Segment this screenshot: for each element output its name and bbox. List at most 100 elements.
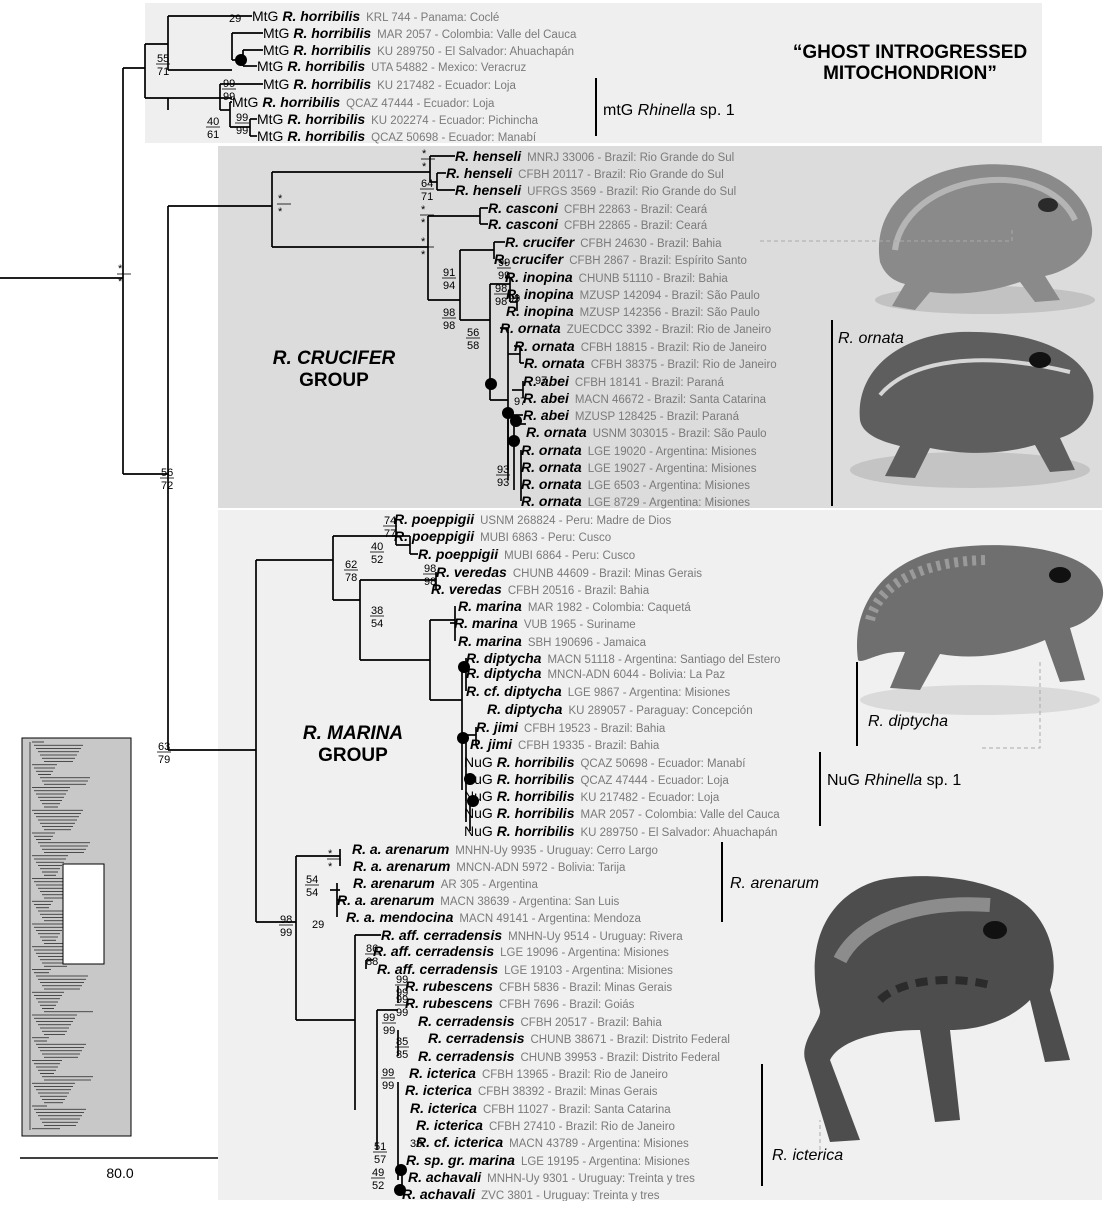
ghost-title-line1: “GHOST INTROGRESSED: [793, 42, 1027, 63]
support-upper: *: [422, 148, 427, 160]
node-dot: [485, 378, 497, 390]
voucher-locality: MNCN-ADN 6044 - Bolivia: La Paz: [547, 669, 725, 681]
support-single: 38: [410, 1138, 422, 1150]
support-lower: *: [422, 161, 427, 173]
clade-label-diptycha: R. diptycha: [868, 713, 948, 730]
support-lower: 57: [374, 1154, 386, 1166]
clade-label-icterica: R. icterica: [772, 1147, 843, 1164]
species-name: R. jimi: [476, 719, 519, 735]
voucher-locality: CFBH 18141 - Brazil: Paraná: [575, 377, 725, 389]
support-upper: *: [421, 204, 426, 216]
genome-prefix: NuG: [464, 771, 497, 787]
voucher-locality: CFBH 19335 - Brazil: Bahia: [518, 740, 660, 752]
support-upper: 99: [382, 1067, 394, 1079]
voucher-locality: MNHN-Uy 9301 - Uruguay: Treinta y tres: [487, 1173, 695, 1185]
support-upper: 99: [396, 974, 408, 986]
node-dot: [235, 54, 247, 66]
species-name: R. horribilis: [282, 8, 360, 24]
species-name: R. a. arenarum: [352, 841, 449, 857]
voucher-locality: UFRGS 3569 - Brazil: Rio Grande do Sul: [527, 186, 736, 198]
support-upper: 56: [161, 467, 173, 479]
species-name: diptycha: [504, 683, 562, 699]
support-upper: 51: [374, 1141, 386, 1153]
species-name: R. ornata: [524, 355, 585, 371]
species-name: R. horribilis: [497, 805, 575, 821]
species-name: R. rubescens: [405, 995, 493, 1011]
voucher-locality: CFBH 19523 - Brazil: Bahia: [524, 723, 666, 735]
support-single: 29: [312, 919, 324, 931]
support-lower: 93: [497, 477, 509, 489]
support-lower: 77: [384, 528, 396, 540]
species-name: R. veredas: [436, 564, 507, 580]
species-name: R. inopina: [506, 303, 574, 319]
overview-highlight-box: [63, 864, 104, 964]
ghost-title-line2: MITOCHONDRION”: [823, 63, 997, 84]
support-upper: 99: [236, 112, 248, 124]
genome-prefix: MtG: [257, 58, 287, 74]
voucher-locality: CFBH 38392 - Brazil: Minas Gerais: [478, 1086, 658, 1098]
support-lower: 52: [372, 1180, 384, 1192]
marina-group-title: R. MARINA: [303, 723, 403, 744]
species-name: R. icterica: [405, 1082, 472, 1098]
scale-bar-label: 80.0: [106, 1165, 133, 1181]
voucher-locality: CHUNB 39953 - Brazil: Distrito Federal: [521, 1052, 720, 1064]
voucher-locality: MZUSP 142356 - Brazil: São Paulo: [580, 307, 760, 319]
species-name: R. ornata: [514, 338, 575, 354]
voucher-locality: MACN 43789 - Argentina: Misiones: [509, 1138, 689, 1150]
species-name: R. poeppigii: [394, 528, 475, 544]
node-dot: [510, 415, 522, 427]
voucher-locality: MACN 49141 - Argentina: Mendoza: [459, 913, 641, 925]
support-upper: 98: [280, 914, 292, 926]
support-upper: 63: [158, 741, 170, 753]
species-name: R. ornata: [521, 442, 582, 458]
clade-label-mtG: mtG Rhinella sp. 1: [603, 102, 735, 119]
support-lower: 94: [443, 280, 455, 292]
support-lower: 99: [396, 1007, 408, 1019]
species-name: R. horribilis: [287, 111, 365, 127]
voucher-locality: KU 202274 - Ecuador: Pichincha: [371, 115, 538, 127]
voucher-locality: ZVC 3801 - Uruguay: Treinta y tres: [481, 1190, 660, 1201]
support-upper: 91: [443, 267, 455, 279]
voucher-locality: MUBI 6863 - Peru: Cusco: [480, 532, 611, 544]
voucher-locality: LGE 6503 - Argentina: Misiones: [588, 480, 751, 492]
voucher-locality: LGE 19195 - Argentina: Misiones: [521, 1156, 690, 1168]
species-name: R. cerradensis: [428, 1030, 525, 1046]
genome-prefix: MtG: [232, 94, 262, 110]
support-lower: *: [421, 217, 426, 229]
voucher-locality: MAR 2057 - Colombia: Valle del Cauca: [377, 29, 577, 41]
support-single: 29: [229, 13, 241, 25]
support-lower: 71: [421, 191, 433, 203]
species-name: R. ornata: [521, 459, 582, 475]
species-name: R. a. arenarum: [337, 892, 434, 908]
crucifer-group-subtitle: GROUP: [299, 370, 369, 391]
support-upper: 99: [396, 994, 408, 1006]
support-upper: 99: [223, 78, 235, 90]
support-lower: 99: [236, 125, 248, 137]
voucher-locality: KRL 744 - Panama: Coclé: [366, 12, 499, 24]
species-name: R. horribilis: [293, 42, 371, 58]
voucher-locality: MACN 38639 - Argentina: San Luis: [440, 896, 619, 908]
support-upper: 93: [497, 464, 509, 476]
voucher-locality: QCAZ 47444 - Ecuador: Loja: [346, 98, 495, 110]
support-upper: 54: [306, 874, 318, 886]
species-name: R. horribilis: [497, 823, 575, 839]
species-name: R. casconi: [488, 216, 559, 232]
voucher-locality: ZUECDCC 3392 - Brazil: Rio de Janeiro: [567, 324, 772, 336]
genome-prefix: MtG: [263, 25, 293, 41]
voucher-locality: CFBH 38375 - Brazil: Rio de Janeiro: [591, 359, 777, 371]
species-name: R. icterica: [416, 1117, 483, 1133]
voucher-locality: CFBH 11027 - Brazil: Santa Catarina: [483, 1104, 671, 1116]
voucher-locality: MNHN-Uy 9935 - Uruguay: Cerro Largo: [455, 845, 658, 857]
species-name: cerradensis: [424, 927, 503, 943]
voucher-locality: CFBH 22863 - Brazil: Ceará: [564, 204, 708, 216]
species-name: R. horribilis: [262, 94, 340, 110]
support-lower: 99: [498, 270, 510, 282]
voucher-locality: MUBI 6864 - Peru: Cusco: [504, 550, 635, 562]
voucher-locality: CFBH 13965 - Brazil: Rio de Janeiro: [482, 1069, 668, 1081]
support-lower: 85: [396, 1049, 408, 1061]
voucher-locality: MNHN-Uy 9514 - Uruguay: Rivera: [508, 931, 683, 943]
voucher-locality: KU 289750 - El Salvador: Ahuachapán: [580, 827, 777, 839]
genome-prefix: NuG: [464, 805, 497, 821]
voucher-locality: LGE 19103 - Argentina: Misiones: [504, 965, 673, 977]
